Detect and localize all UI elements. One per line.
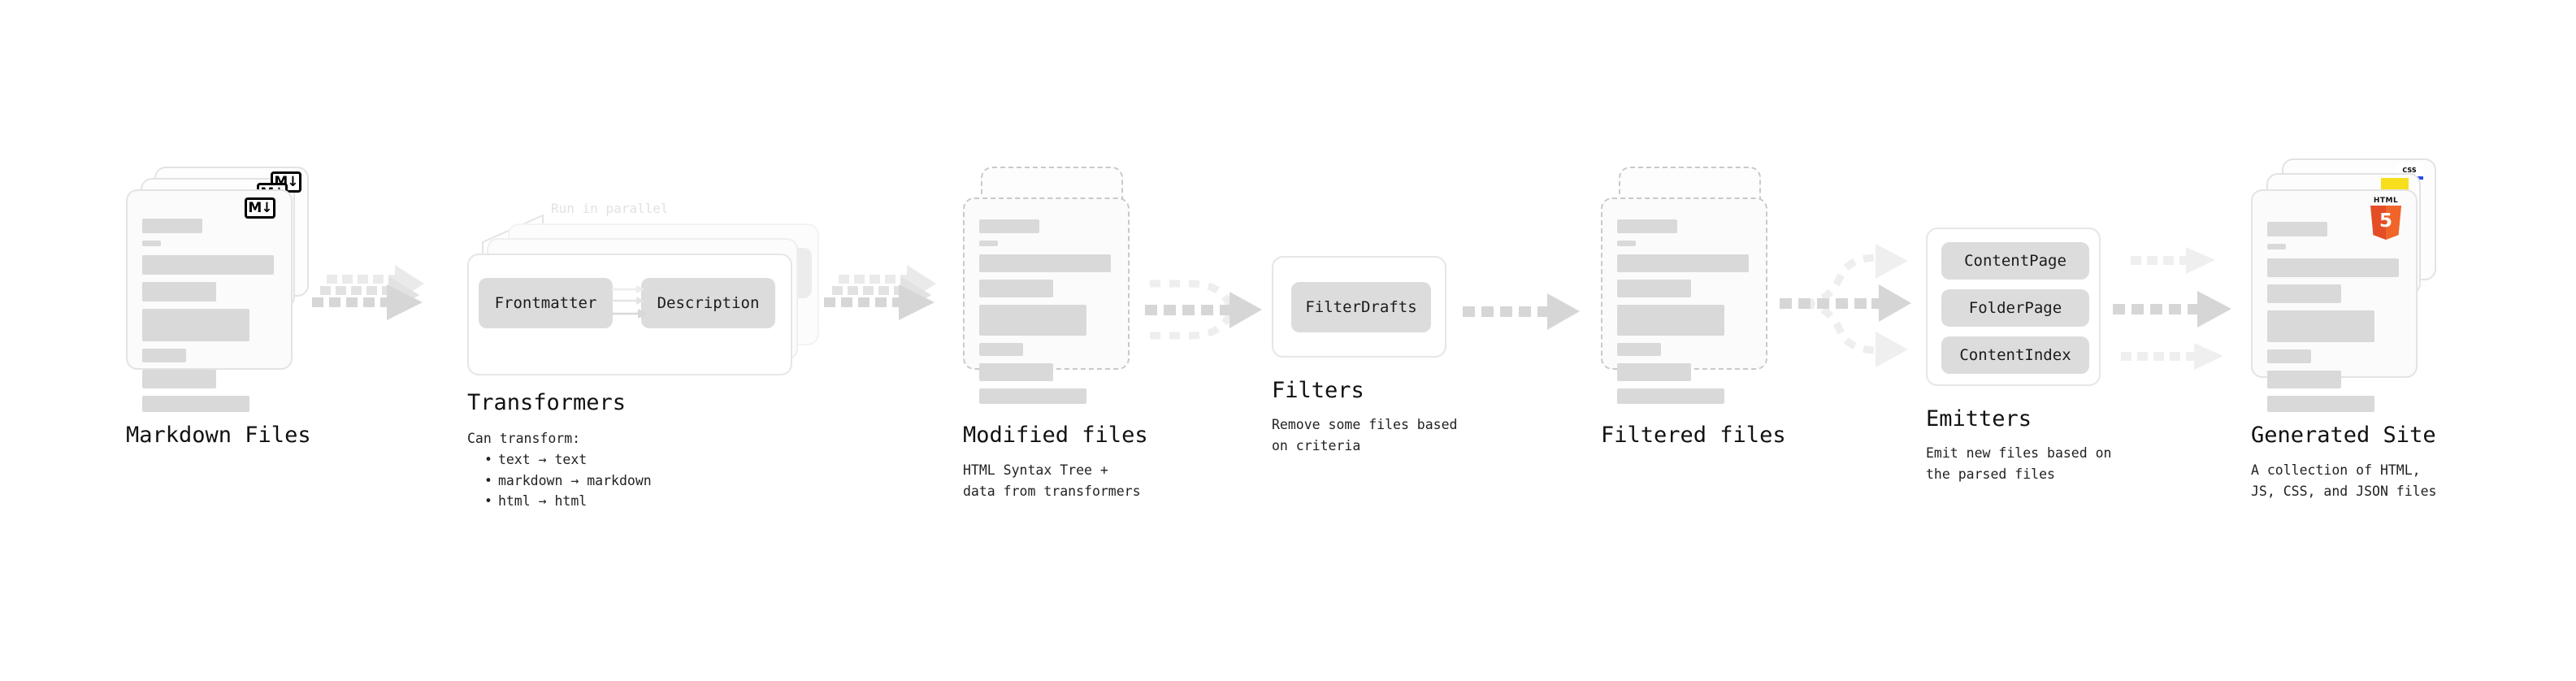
filters-card: FilterDrafts (1272, 256, 1446, 358)
modified-file-front (963, 197, 1130, 404)
arrow-markdown-to-transformers (312, 265, 424, 320)
transformers-title: Transformers (467, 390, 627, 415)
modified-files-stack (963, 167, 1150, 404)
emitters-card: ContentPage FolderPage ContentIndex (1926, 228, 2101, 386)
emitter-chip-folderpage[interactable]: FolderPage (1941, 289, 2089, 327)
arrow-transformers-to-modified (824, 265, 936, 320)
arrow-emitters-to-site (2113, 247, 2231, 370)
modified-placeholder-lines (979, 219, 1113, 411)
transformer-inner-arrows (612, 285, 648, 319)
generated-placeholder-lines (2267, 222, 2401, 419)
transformer-chip-description[interactable]: Description (641, 278, 775, 328)
markdown-badge-front: M↓ (245, 197, 275, 219)
filtered-file-front (1601, 197, 1767, 404)
run-in-parallel-label: Run in parallel (551, 201, 669, 216)
modified-files-subtitle: HTML Syntax Tree + data from transformer… (963, 462, 1141, 499)
modified-files-title: Modified files (963, 423, 1148, 448)
generated-site-title: Generated Site (2251, 423, 2436, 448)
emitters-subtitle: Emit new files based on the parsed files (1926, 445, 2112, 482)
filters-title: Filters (1272, 378, 1364, 403)
filtered-placeholder-lines (1617, 219, 1751, 411)
transformer-bullet-text: text → text (484, 449, 652, 471)
html5-icon: HTML 5 (2368, 197, 2404, 240)
transformer-bullet-html: html → html (484, 491, 652, 512)
generated-site-stack: CSS HTML 5 (2251, 158, 2446, 412)
filtered-files-stack (1601, 167, 1788, 404)
arrow-modified-to-filters (1145, 280, 1262, 340)
markdown-files-title: Markdown Files (126, 423, 311, 448)
filtered-files-title: Filtered files (1601, 423, 1786, 448)
generated-file-html: HTML 5 (2251, 189, 2418, 412)
generated-site-subtitle: A collection of HTML, JS, CSS, and JSON … (2251, 462, 2437, 499)
emitter-chip-contentindex[interactable]: ContentIndex (1941, 336, 2089, 374)
transformers-intro: Can transform: (467, 431, 581, 446)
arrow-filters-to-filtered (1463, 293, 1580, 330)
filter-chip-filterdrafts[interactable]: FilterDrafts (1291, 282, 1431, 332)
transformer-bullet-markdown: markdown → markdown (484, 471, 652, 492)
transformers-card-front: Frontmatter Description (467, 254, 792, 375)
transformers-bullets: text → text markdown → markdown html → h… (471, 449, 652, 512)
filters-subtitle: Remove some files based on criteria (1272, 417, 1458, 453)
transformer-chip-frontmatter[interactable]: Frontmatter (479, 278, 613, 328)
emitters-title: Emitters (1926, 406, 2032, 432)
markdown-file-front: M↓ (126, 189, 293, 412)
markdown-placeholder-lines (142, 219, 276, 419)
markdown-files-stack: M↓ M↓ M↓ (126, 167, 313, 412)
arrow-filtered-to-emitters (1780, 244, 1911, 367)
emitter-chip-contentpage[interactable]: ContentPage (1941, 242, 2089, 280)
transformers-stack: Frontmatter Description (467, 223, 825, 402)
